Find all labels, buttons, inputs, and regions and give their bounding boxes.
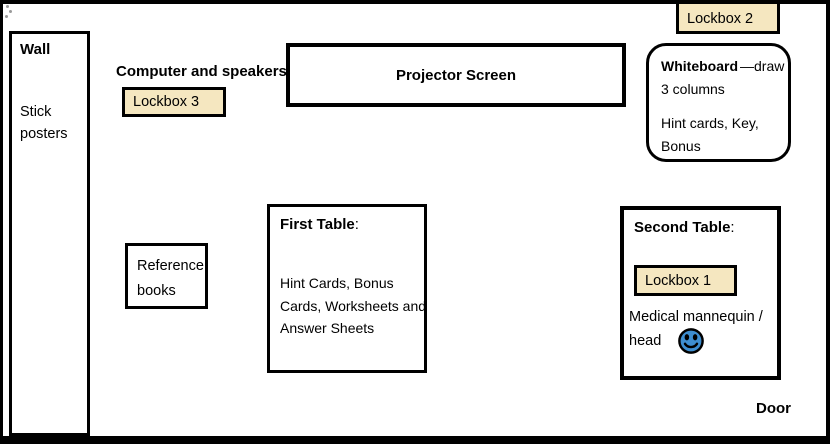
- lockbox-1: Lockbox 1: [634, 265, 737, 296]
- first-table-title-colon: :: [354, 216, 359, 233]
- mannequin-note-line2: head: [629, 333, 662, 349]
- mannequin-note-line1: Medical mannequin /: [629, 309, 763, 325]
- whiteboard-title-line: Whiteboard—draw: [661, 55, 788, 78]
- first-table-line: Hint Cards, Bonus: [280, 275, 394, 291]
- second-table-title-text: Second Table: [634, 219, 731, 236]
- whiteboard-panel: Whiteboard—draw 3 columns Hint cards, Ke…: [646, 43, 791, 162]
- whiteboard-title-suffix: —draw: [740, 58, 785, 74]
- lockbox-1-label: Lockbox 1: [645, 272, 712, 289]
- door-label: Door: [756, 400, 791, 417]
- whiteboard-line-bonus: Bonus: [661, 138, 701, 154]
- whiteboard-line-columns: 3 columns: [661, 81, 725, 97]
- wall-note-posters: posters: [20, 126, 68, 142]
- reference-books-box: Reference books: [125, 243, 208, 309]
- lockbox-2-label: Lockbox 2: [687, 10, 754, 27]
- whiteboard-title: Whiteboard: [661, 58, 738, 74]
- projector-screen: Projector Screen: [286, 43, 626, 107]
- wall-note-stick: Stick: [20, 104, 52, 120]
- lockbox-3-label: Lockbox 3: [133, 94, 200, 110]
- second-table-title: Second Table:: [634, 219, 777, 236]
- lockbox-2: Lockbox 2: [676, 4, 780, 34]
- first-table-title-text: First Table: [280, 216, 355, 233]
- second-table-box: Second Table: Lockbox 1 Medical mannequi…: [620, 206, 781, 380]
- reference-books-line2: books: [137, 283, 176, 299]
- projector-screen-label: Projector Screen: [395, 66, 517, 84]
- second-table-title-colon: :: [730, 219, 735, 236]
- computer-speakers-label: Computer and speakers: [116, 63, 287, 80]
- wall-panel: Wall Stick posters: [9, 31, 90, 436]
- smiley-face-icon: [678, 328, 704, 354]
- first-table-title: First Table:: [280, 216, 424, 233]
- first-table-contents: Hint Cards, Bonus Cards, Worksheets and …: [280, 272, 427, 340]
- whiteboard-line-hintcards: Hint cards, Key,: [661, 115, 759, 131]
- wall-label: Wall: [20, 41, 51, 58]
- first-table-box: First Table: Hint Cards, Bonus Cards, Wo…: [267, 204, 427, 373]
- lockbox-3: Lockbox 3: [122, 87, 226, 117]
- first-table-line: Answer Sheets: [280, 320, 375, 336]
- mannequin-note: Medical mannequin / head: [629, 305, 763, 353]
- first-table-line: Cards, Worksheets and: [280, 297, 427, 314]
- reference-books-line1: Reference: [137, 258, 204, 274]
